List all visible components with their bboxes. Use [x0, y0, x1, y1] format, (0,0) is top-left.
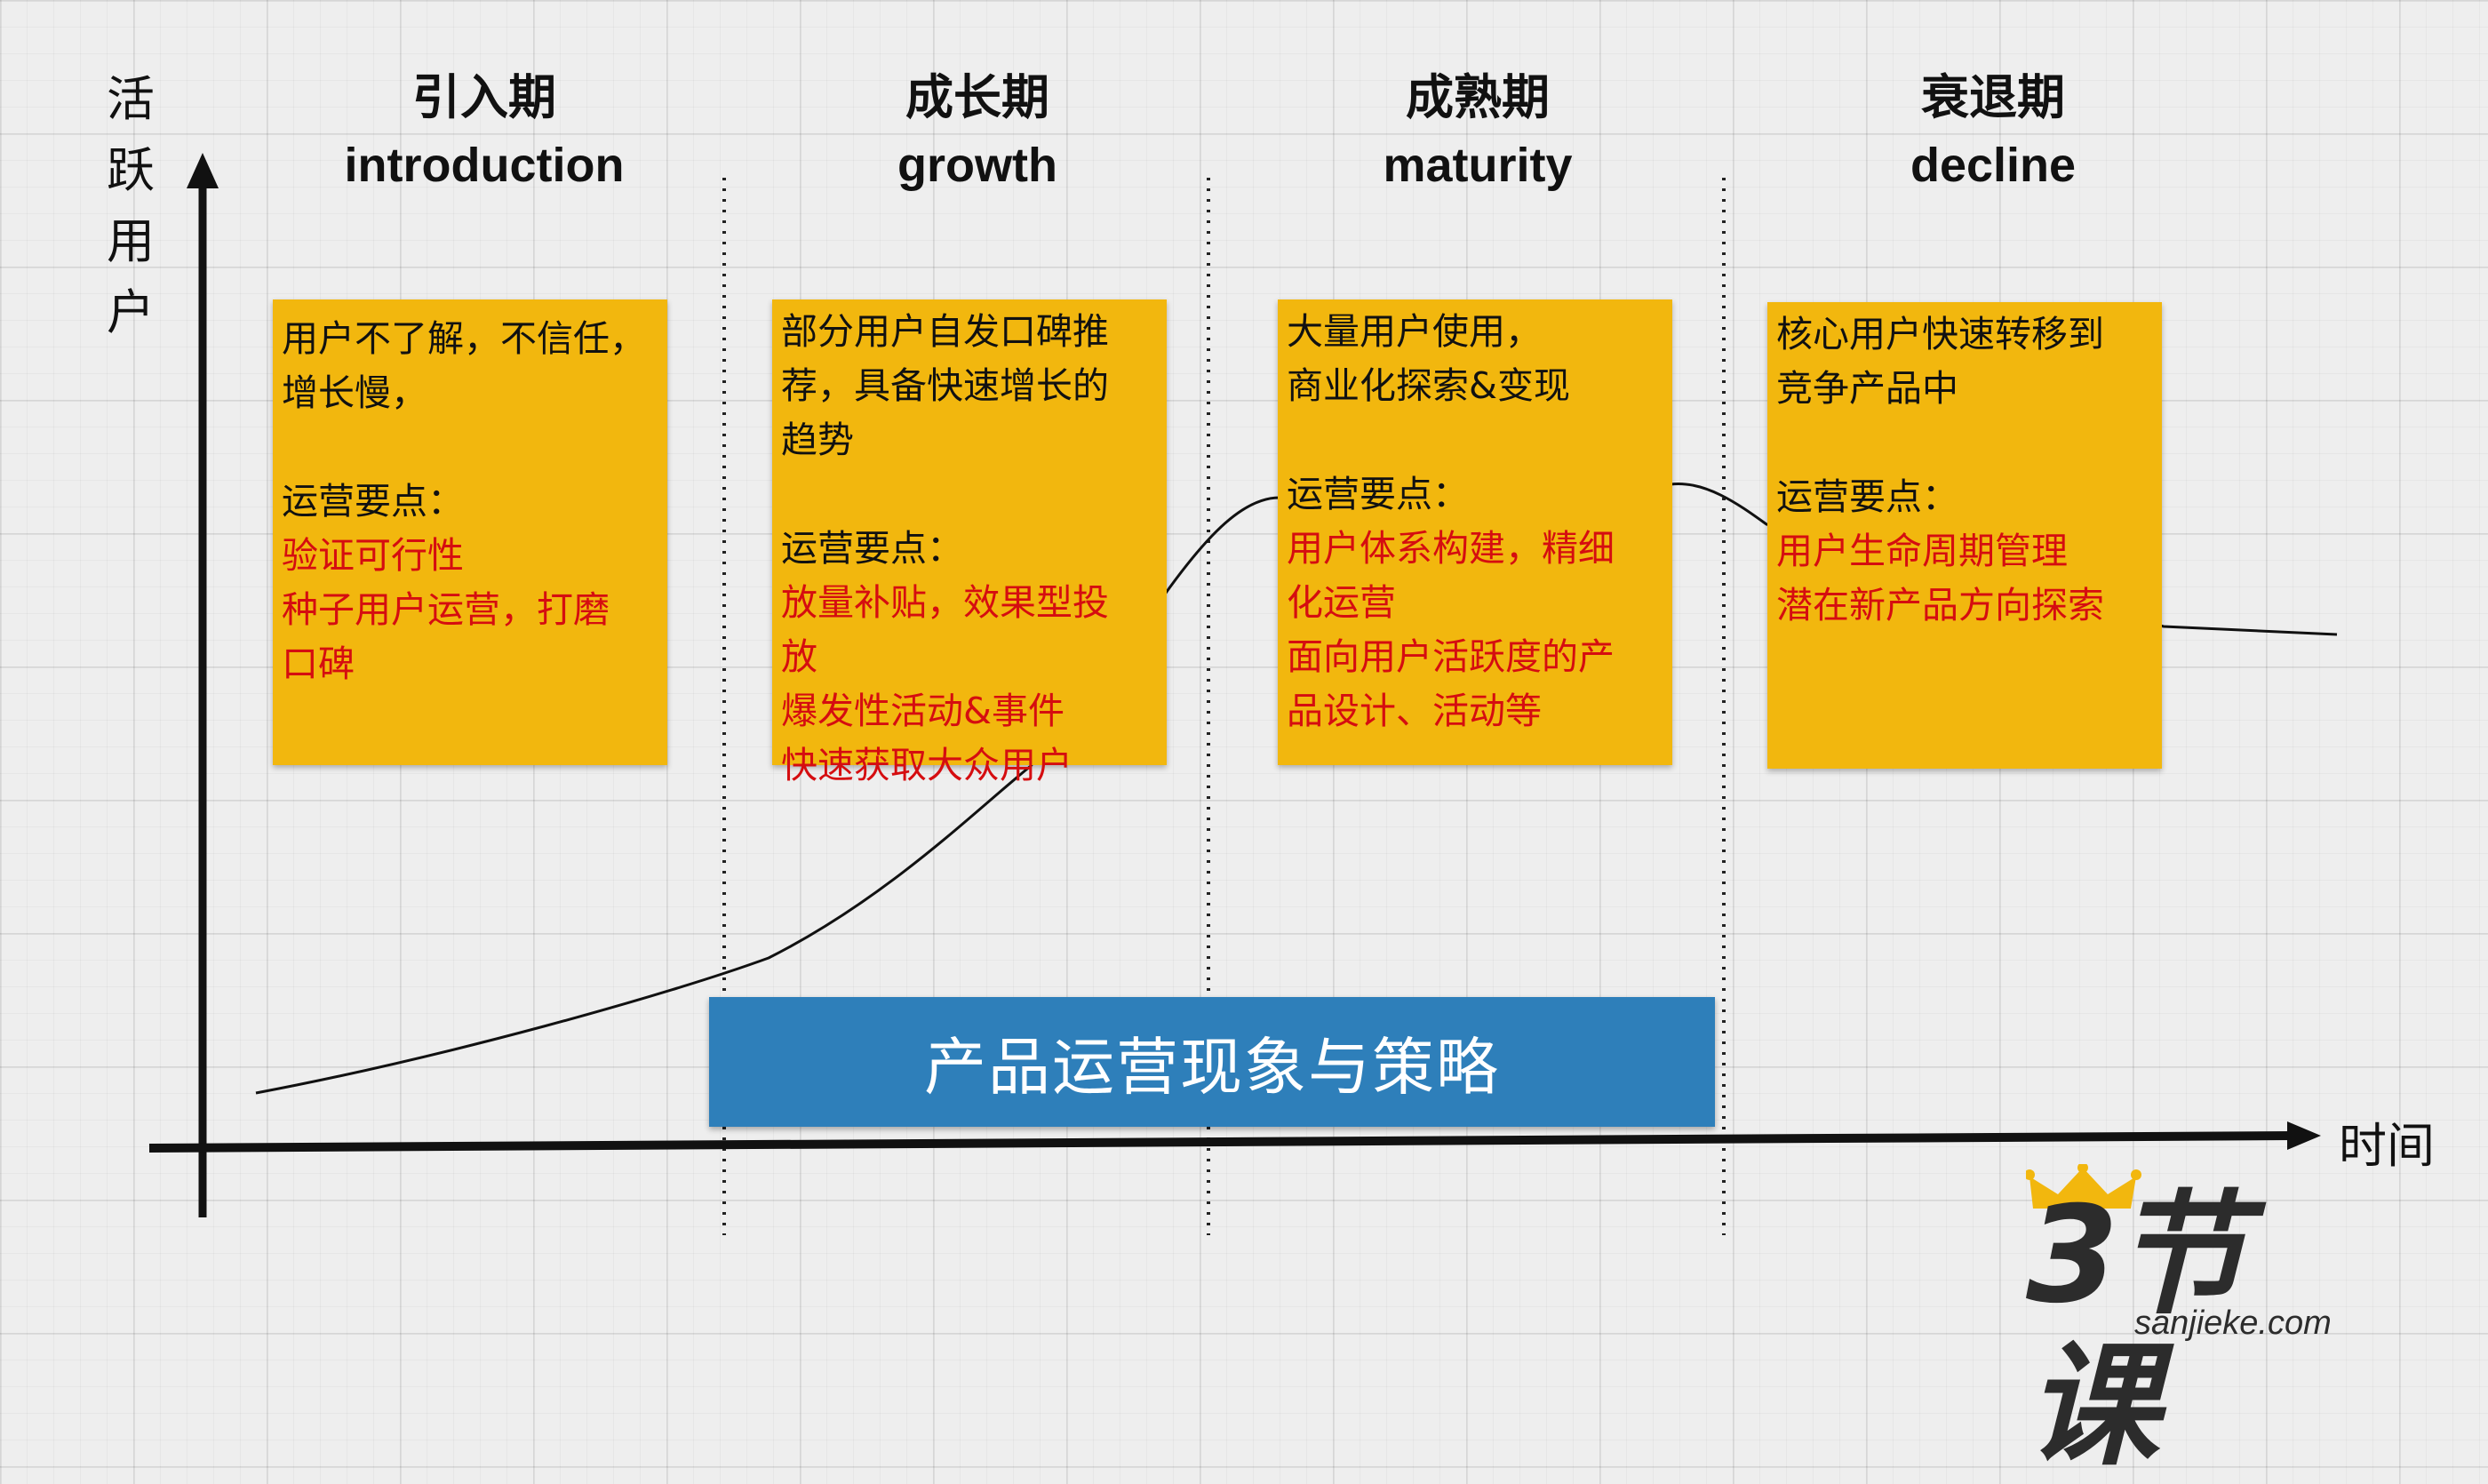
phenomenon-line: 部分用户自发口碑推	[781, 310, 1109, 353]
spacer-line	[781, 467, 1167, 522]
phenomenon-line: 核心用户快速转移到	[1776, 313, 2104, 355]
lifecycle-diagram: 活 跃 用 户 时间 引入期 introduction 成长期 growth 成…	[100, 64, 2435, 1482]
strategy-line: 放量补贴，效果型投	[781, 581, 1109, 624]
phenomenon-line: 荐，具备快速增长的	[781, 364, 1109, 407]
spacer-line	[1287, 413, 1672, 467]
lifecycle-curve	[255, 482, 2338, 1095]
y-axis-label-char: 用	[107, 213, 155, 269]
y-axis-label-char: 跃	[107, 142, 155, 198]
phase-title-en: maturity	[1383, 139, 1573, 192]
phenomenon-line: 用户不了解，不信任，	[282, 317, 646, 360]
strategy-title: 运营要点：	[282, 480, 464, 523]
phenomenon-line: 商业化探索&变现	[1287, 364, 1570, 407]
spacer-line	[282, 420, 667, 475]
strategy-line: 潜在新产品方向探索	[1776, 584, 2104, 626]
strategy-line: 口碑	[282, 642, 355, 685]
y-axis-arrow	[187, 153, 219, 188]
strategy-line: 化运营	[1287, 581, 1396, 624]
logo-domain-text: sanjieke.com	[2134, 1304, 2332, 1342]
note-growth: 部分用户自发口碑推 荐，具备快速增长的 趋势 运营要点： 放量补贴，效果型投 放…	[772, 299, 1167, 786]
x-axis	[148, 1131, 2293, 1153]
strategy-line: 品设计、活动等	[1287, 690, 1542, 732]
phase-title-zh: 衰退期	[1921, 69, 2065, 125]
strategy-line: 用户生命周期管理	[1776, 530, 2068, 572]
phase-title-en: decline	[1910, 139, 2077, 192]
strategy-line: 放	[781, 635, 817, 678]
phase-title-zh: 引入期	[412, 69, 556, 125]
note-introduction: 用户不了解，不信任， 增长慢， 运营要点： 验证可行性 种子用户运营，打磨 口碑	[273, 299, 667, 765]
phase-header-growth: 成长期 growth	[729, 64, 1226, 199]
phase-title-en: growth	[897, 139, 1057, 192]
y-axis-label-char: 活	[107, 71, 155, 127]
strategy-line: 用户体系构建，精细	[1287, 527, 1615, 570]
brand-logo: 3节课 sanjieke.com	[2026, 1164, 2364, 1482]
strategy-line: 面向用户活跃度的产	[1287, 635, 1615, 678]
summary-banner: 产品运营现象与策略	[709, 997, 1715, 1127]
phenomenon-line: 趋势	[781, 419, 854, 461]
x-axis-arrow	[2287, 1121, 2321, 1150]
x-axis-label: 时间	[2339, 1118, 2435, 1174]
phase-header-introduction: 引入期 introduction	[235, 64, 733, 199]
phase-title-en: introduction	[344, 139, 625, 192]
spacer-line	[1776, 416, 2162, 470]
phase-header-decline: 衰退期 decline	[1744, 64, 2242, 199]
strategy-line: 快速获取大众用户	[781, 744, 1073, 786]
strategy-line: 种子用户运营，打磨	[282, 588, 610, 631]
phenomenon-line: 大量用户使用，	[1287, 310, 1542, 353]
phase-title-zh: 成熟期	[1406, 69, 1550, 125]
strategy-title: 运营要点：	[781, 527, 963, 570]
strategy-line: 爆发性活动&事件	[781, 690, 1065, 732]
strategy-line: 验证可行性	[282, 534, 464, 577]
strategy-title: 运营要点：	[1287, 473, 1469, 515]
phase-header-maturity: 成熟期 maturity	[1229, 64, 1726, 199]
y-axis-label: 活 跃 用 户	[100, 64, 162, 348]
phenomenon-line: 增长慢，	[282, 371, 427, 414]
strategy-title: 运营要点：	[1776, 475, 1958, 518]
phase-title-zh: 成长期	[905, 69, 1049, 125]
y-axis-label-char: 户	[107, 284, 155, 340]
crown-icon	[2026, 1164, 2141, 1209]
note-maturity: 大量用户使用， 商业化探索&变现 运营要点： 用户体系构建，精细 化运营 面向用…	[1278, 299, 1672, 765]
diagram-graphics	[148, 153, 2338, 1235]
phenomenon-line: 竞争产品中	[1776, 367, 1958, 410]
note-decline: 核心用户快速转移到 竞争产品中 运营要点： 用户生命周期管理 潜在新产品方向探索	[1767, 302, 2162, 769]
